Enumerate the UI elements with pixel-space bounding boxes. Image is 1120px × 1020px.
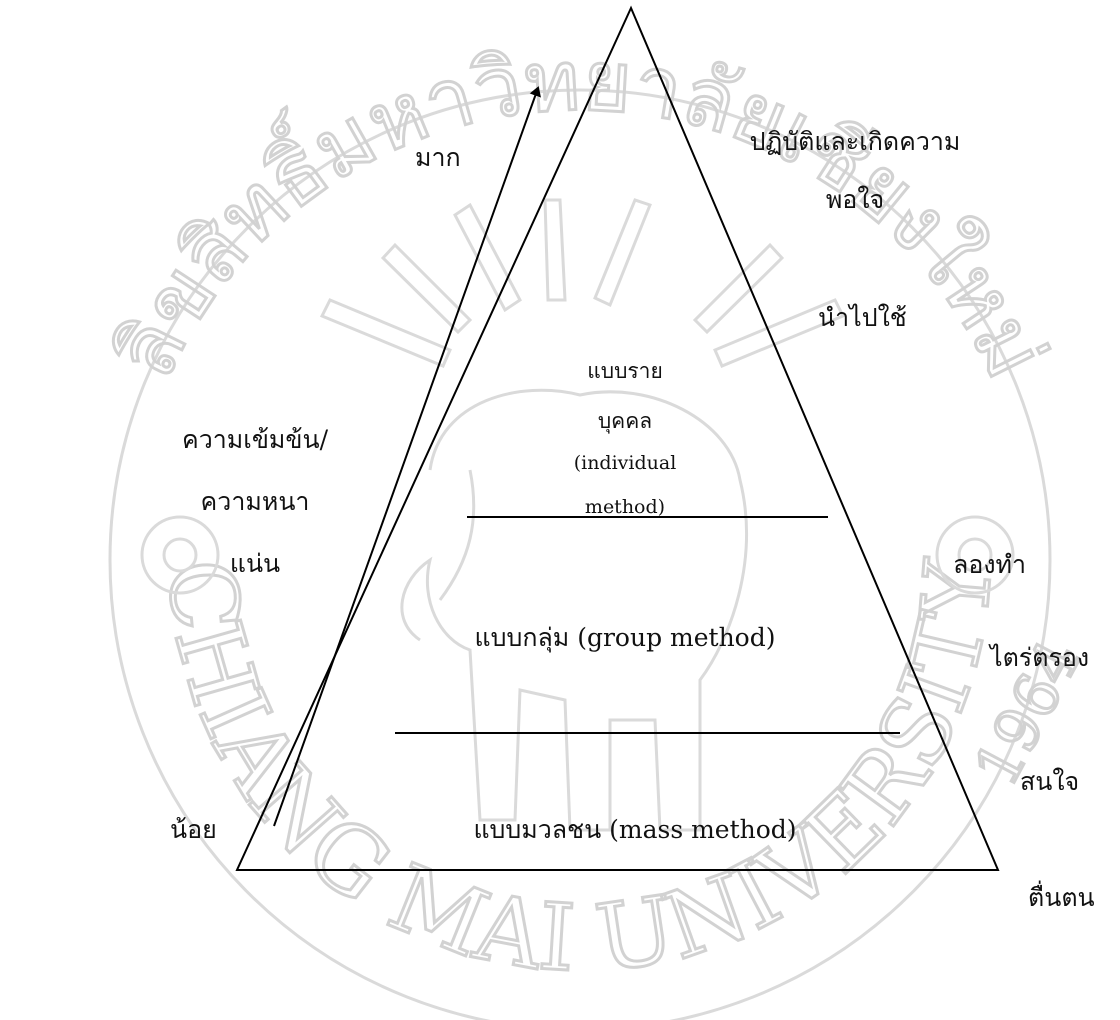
- stage-apply: นำไปใช้: [818, 298, 907, 338]
- axis-label-intensity-line-2: ความหนา: [201, 482, 310, 522]
- stage-try: ลองทำ: [953, 545, 1026, 585]
- tier-individual-line-3: (individual: [574, 452, 677, 474]
- stage-interest: สนใจ: [1020, 762, 1079, 802]
- tier-individual-line-2: บุคคล: [598, 405, 652, 438]
- stage-aware: ตื่นตน: [1028, 878, 1095, 918]
- stage-practice-line-1: ปฏิบัติและเกิดความ: [750, 122, 961, 162]
- axis-label-intensity-line-1: ความเข้มข้น/: [182, 420, 328, 460]
- axis-label-high: มาก: [415, 138, 461, 178]
- stage-practice-line-2: พอใจ: [826, 180, 884, 220]
- tier-individual-line-4: method): [585, 496, 665, 518]
- stage-consider: ไตร่ตรอง: [990, 638, 1089, 678]
- tier-individual-line-1: แบบราย: [587, 355, 663, 388]
- axis-label-intensity-line-3: แน่น: [230, 544, 280, 584]
- tier-mass-label: แบบมวลชน (mass method): [473, 810, 796, 850]
- axis-label-low: น้อย: [170, 810, 217, 850]
- tier-group-label: แบบกลุ่ม (group method): [474, 618, 775, 658]
